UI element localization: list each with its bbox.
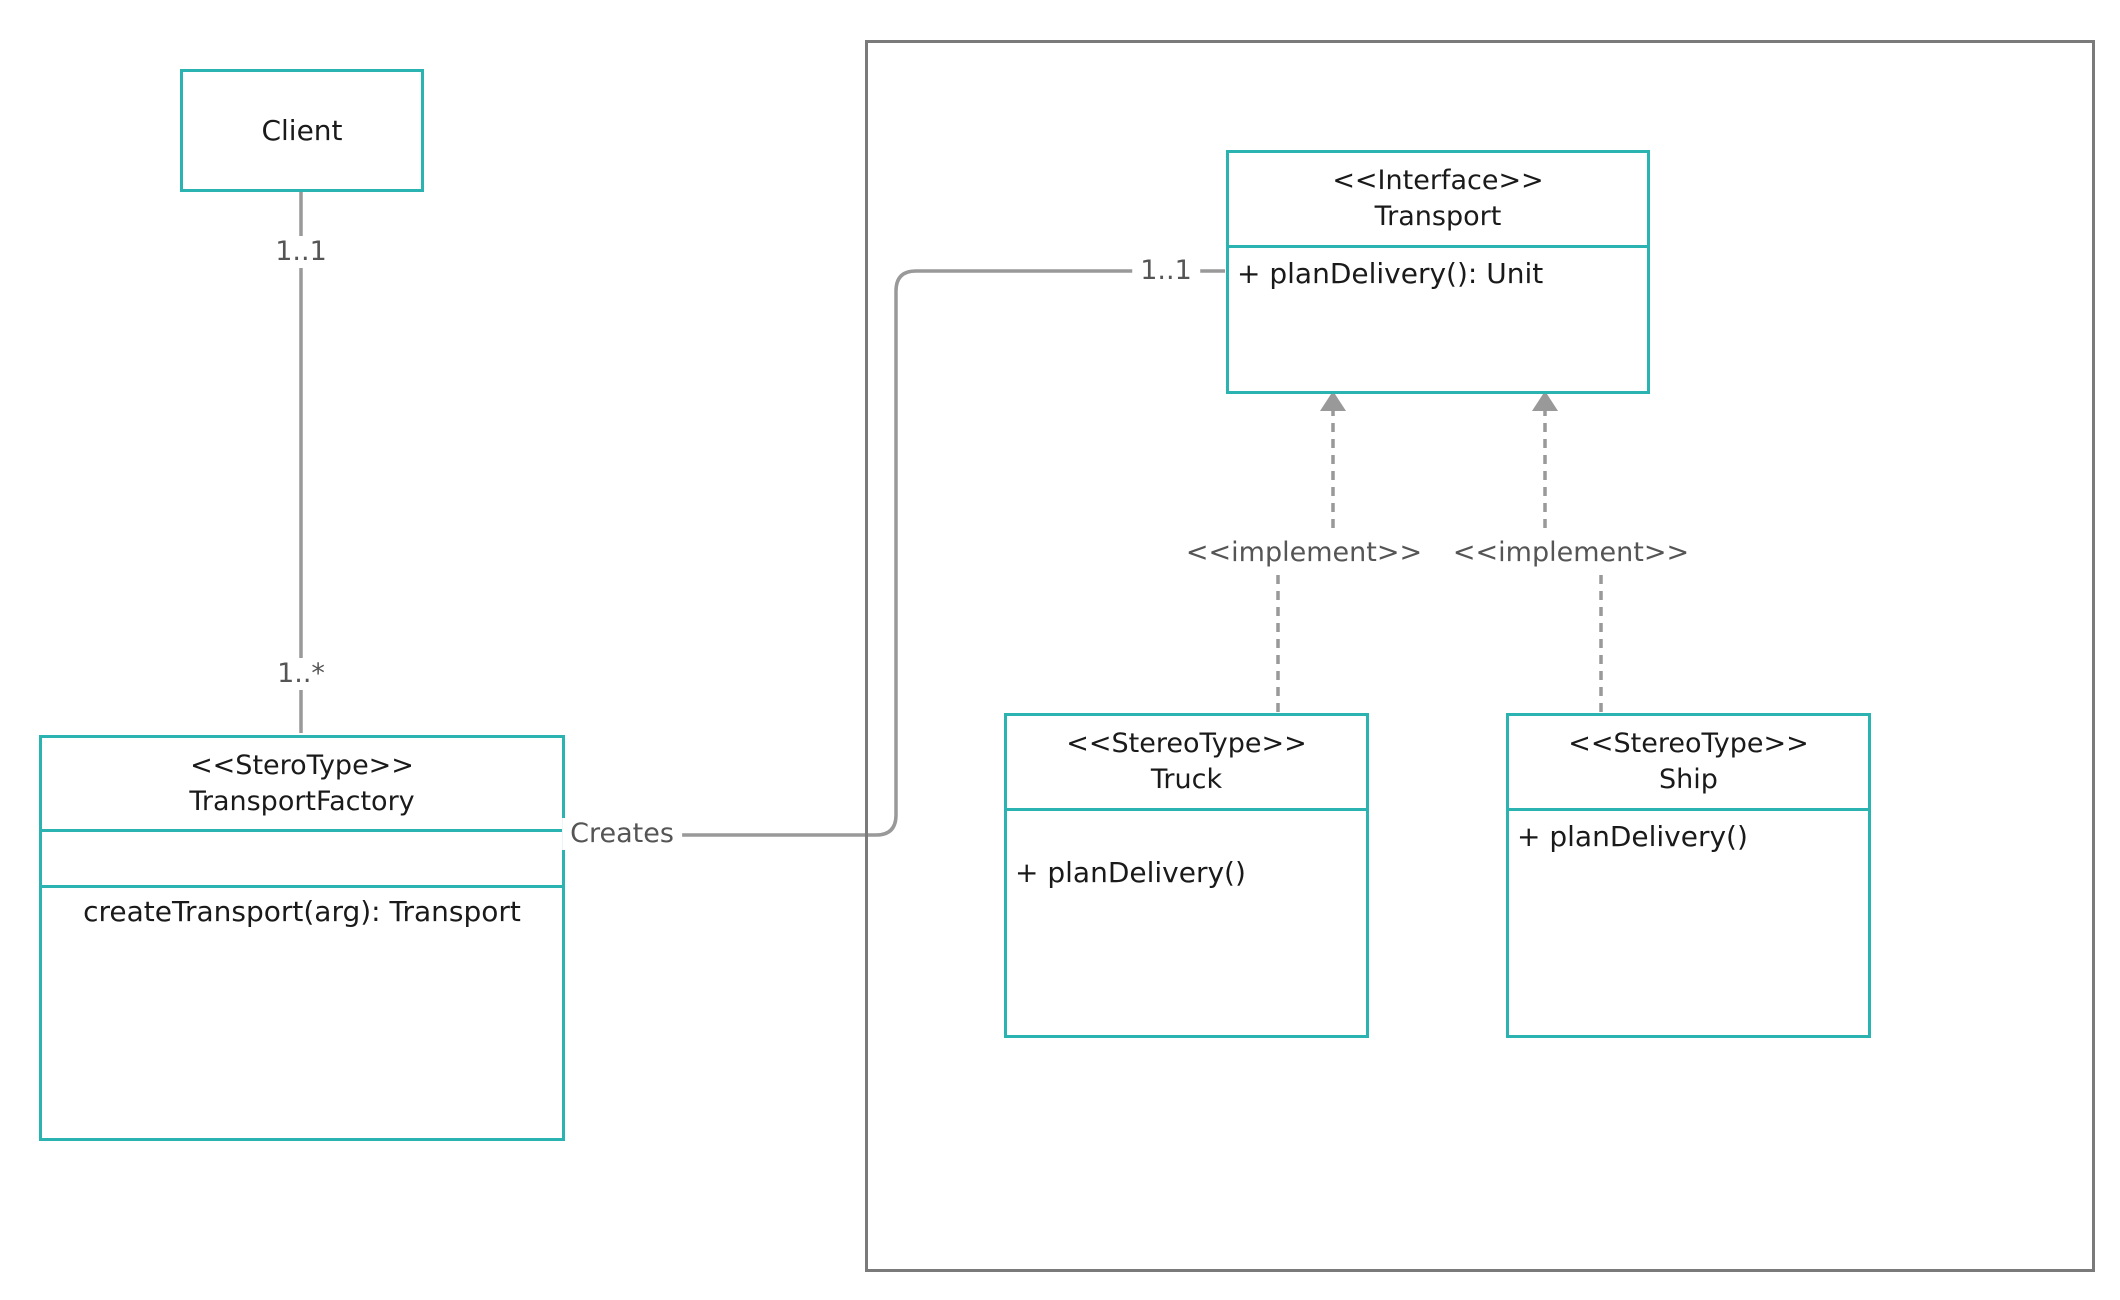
transport-factory-class[interactable]: <<SteroType>> TransportFactory createTra… [39, 735, 565, 1141]
truck-header: <<StereoType>> Truck [1007, 716, 1366, 811]
ship-stereotype: <<StereoType>> [1568, 728, 1809, 759]
transport-stereotype: <<Interface>> [1332, 165, 1544, 196]
truck-class[interactable]: <<StereoType>> Truck + planDelivery() [1004, 713, 1369, 1038]
client-multiplicity-label: 1..1 [273, 236, 329, 268]
creates-association [562, 269, 1225, 837]
transport-factory-operations: createTransport(arg): Transport [42, 888, 562, 930]
transport-interface[interactable]: <<Interface>> Transport + planDelivery()… [1226, 150, 1650, 394]
truck-plan-delivery-method: + planDelivery() [1015, 856, 1246, 889]
transport-factory-name: TransportFactory [189, 785, 415, 817]
truck-name: Truck [1150, 764, 1223, 795]
ship-operations: + planDelivery() [1509, 811, 1868, 855]
ship-name: Ship [1659, 764, 1718, 795]
transport-multiplicity-label: 1..1 [1132, 255, 1200, 287]
transport-factory-attributes [42, 832, 562, 888]
package-frame [865, 40, 2095, 1272]
ship-implement-label: <<implement>> [1450, 537, 1692, 569]
client-class[interactable]: Client [180, 69, 424, 192]
transport-factory-stereotype: <<SteroType>> [190, 749, 414, 781]
transport-plan-delivery-method: + planDelivery(): Unit [1237, 257, 1544, 290]
creates-label: Creates [562, 818, 682, 850]
ship-realization-arrowhead [1532, 391, 1558, 411]
ship-realization [1543, 408, 1603, 712]
factory-multiplicity-label: 1..* [275, 658, 327, 690]
ship-class[interactable]: <<StereoType>> Ship + planDelivery() [1506, 713, 1871, 1038]
transport-header: <<Interface>> Transport [1229, 153, 1647, 248]
transport-operations: + planDelivery(): Unit [1229, 248, 1647, 292]
truck-realization [1276, 408, 1335, 712]
create-transport-method: createTransport(arg): Transport [83, 895, 521, 928]
ship-header: <<StereoType>> Ship [1509, 716, 1868, 811]
transport-name: Transport [1374, 201, 1502, 232]
transport-factory-header: <<SteroType>> TransportFactory [42, 738, 562, 832]
client-class-name: Client [261, 114, 343, 147]
truck-implement-label: <<implement>> [1183, 537, 1425, 569]
truck-operations: + planDelivery() [1007, 811, 1366, 891]
truck-realization-arrowhead [1320, 391, 1346, 411]
ship-plan-delivery-method: + planDelivery() [1517, 820, 1748, 853]
truck-stereotype: <<StereoType>> [1066, 728, 1307, 759]
